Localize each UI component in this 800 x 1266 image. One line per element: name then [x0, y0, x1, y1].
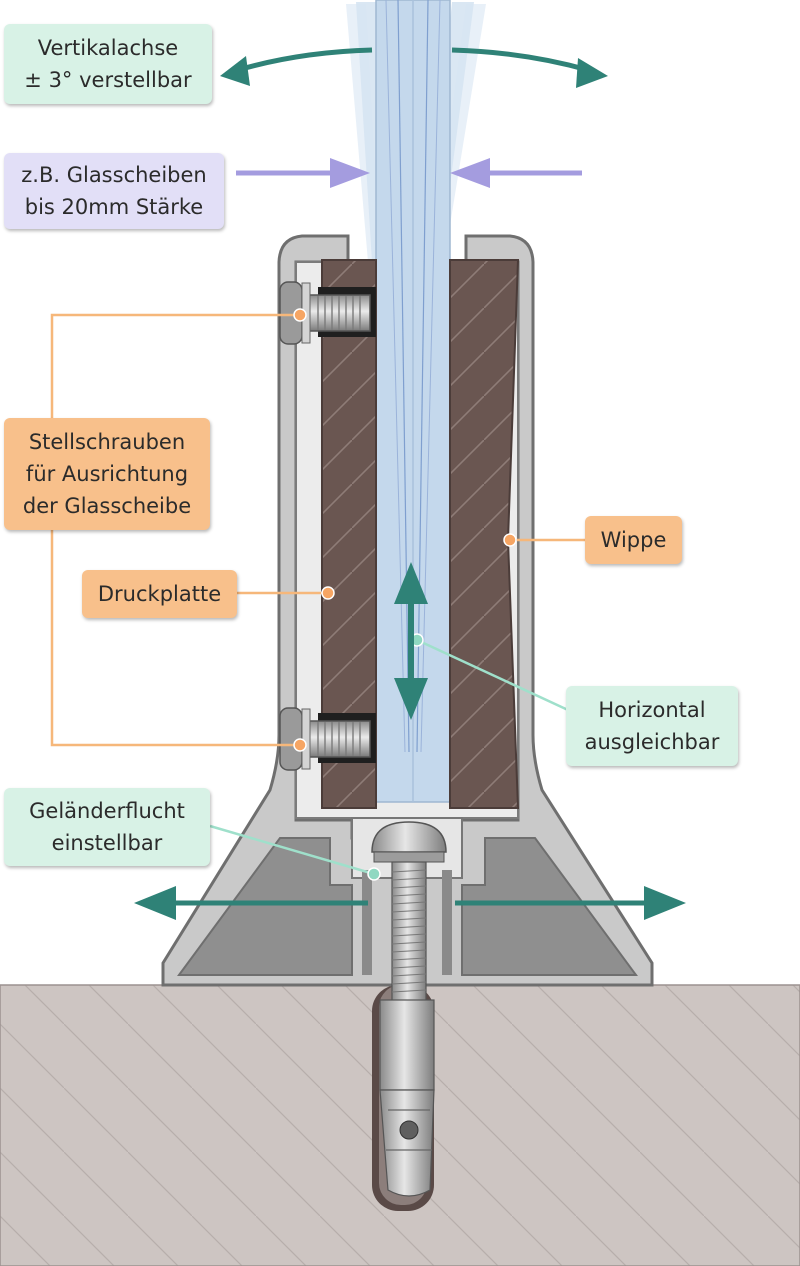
- adjusting-screw-top: [279, 281, 376, 345]
- vertical-tilt-arrowheads: [220, 56, 608, 88]
- railing-alignment-arrows: [134, 886, 686, 920]
- leader-dots: [293, 308, 517, 881]
- vertical-tilt-arrows: [237, 47, 589, 73]
- adjusting-screw-bottom: [279, 707, 376, 771]
- label-adjusting-screws: Stellschrauben für Ausrichtung der Glass…: [4, 418, 210, 530]
- glass-thickness-arrows: [236, 158, 582, 188]
- leader-lines: [50, 313, 585, 876]
- anchor-bolt: [371, 821, 447, 1197]
- rocker-pad: [449, 259, 520, 809]
- horizontal-compensation-arrow: [394, 562, 428, 720]
- label-glass-thickness: z.B. Glasscheiben bis 20mm Stärke: [4, 153, 224, 229]
- label-vertical-axis: Vertikalachse ± 3° verstellbar: [4, 24, 212, 104]
- label-railing-alignment: Geländerflucht einstellbar: [4, 788, 210, 866]
- label-horizontal-compensation: Horizontal ausgleichbar: [566, 686, 738, 766]
- label-pressure-plate: Druckplatte: [82, 570, 237, 618]
- label-rocker: Wippe: [585, 516, 682, 564]
